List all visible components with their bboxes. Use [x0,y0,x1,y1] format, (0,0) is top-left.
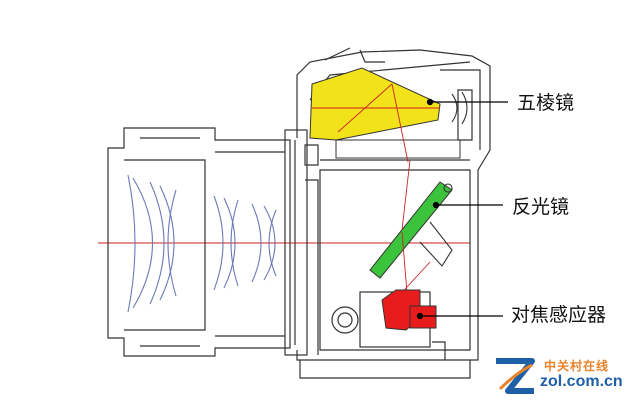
eyepiece [451,91,468,125]
camera-body-outline [296,47,491,379]
watermark-brand-url: zol.com.cn [540,373,623,390]
af-sensor [381,289,437,331]
lens-elements [127,174,277,313]
label-pentaprism: 五棱镜 [517,92,575,114]
zol-watermark: 中关村在线 zol.com.cn [492,353,632,399]
pentaprism-light-rays [312,83,440,163]
label-af-sensor: 对焦感应器 [511,304,607,326]
focusing-screen [335,139,461,159]
pentaprism [309,67,441,141]
leader-lines [416,98,508,320]
lens-barrel [107,127,308,357]
watermark-brand-cn: 中关村在线 [544,359,610,373]
zol-logo-icon [496,358,535,394]
label-reflex-mirror: 反光镜 [512,196,570,218]
mirror-hinge [419,183,453,267]
